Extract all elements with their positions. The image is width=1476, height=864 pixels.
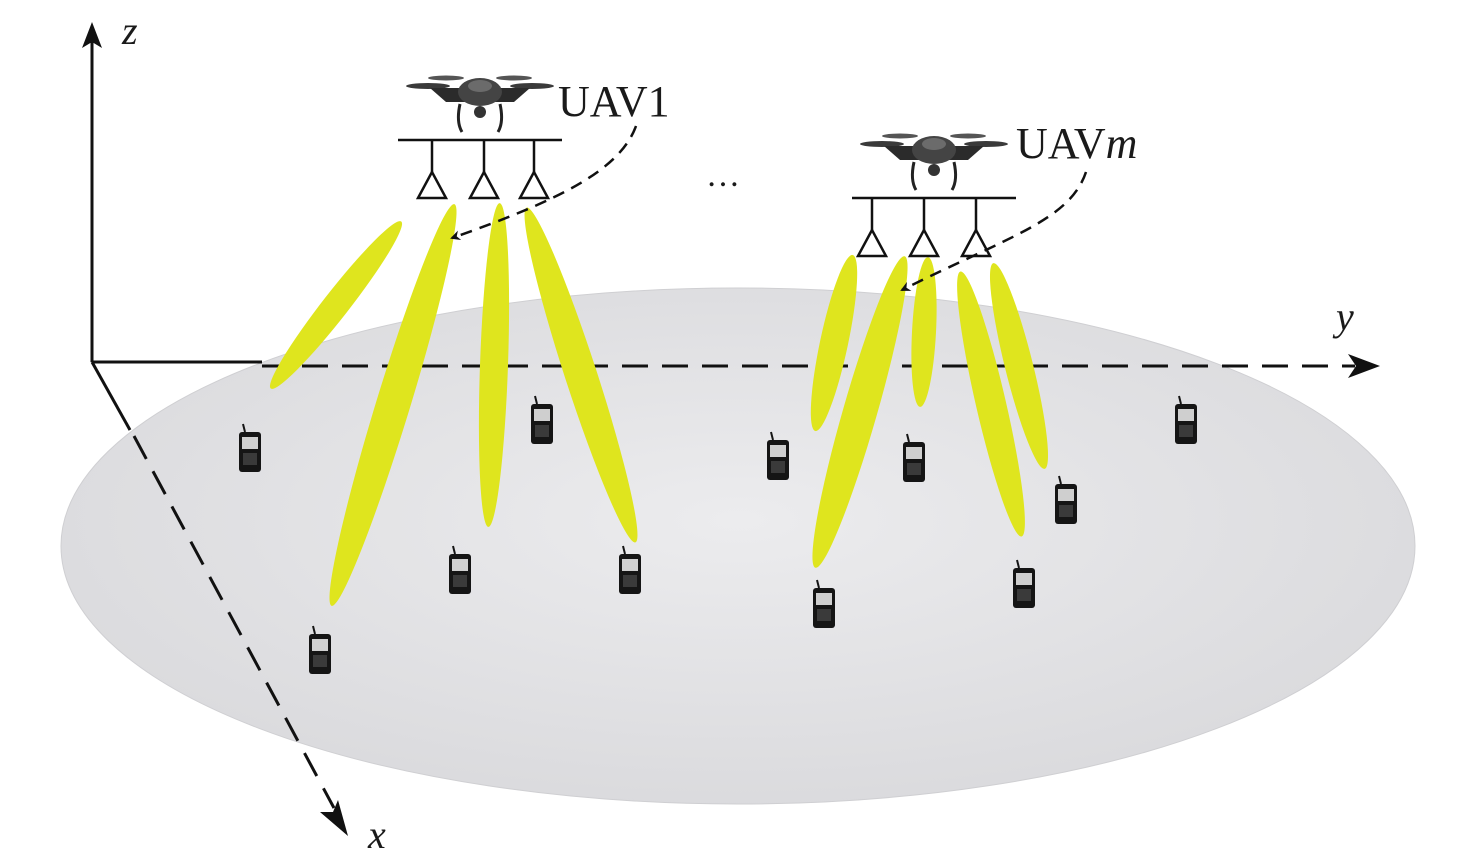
antenna-icon [518, 138, 550, 200]
axis-label-y: y [1332, 294, 1354, 339]
uav1-label: UAV1 [558, 77, 670, 126]
beam [812, 256, 908, 568]
uavm-beams [810, 254, 1049, 568]
beam [957, 271, 1025, 537]
uavm-label-text: UAV [1016, 119, 1106, 168]
beam [989, 263, 1049, 469]
axis-label-z: z [121, 8, 138, 53]
antenna-icon [960, 196, 992, 258]
antenna-icon [416, 138, 448, 200]
antenna-icon [856, 196, 888, 258]
uav1-label-index: 1 [648, 77, 670, 126]
x-axis-solid [90, 361, 132, 431]
uavm-pointer-arrow [900, 171, 1088, 292]
x-axis-dashed [132, 435, 336, 809]
drone-icon [404, 74, 556, 134]
uav1-label-text: UAV [558, 77, 648, 126]
antenna-icon [908, 196, 940, 258]
beam [810, 254, 858, 432]
beam [269, 221, 403, 389]
z-axis-arrowhead [82, 22, 102, 48]
uav1-pointer-arrow [450, 125, 638, 241]
y-axis-arrowhead [1348, 354, 1380, 378]
uav-ellipsis: … [706, 157, 740, 194]
axis-label-x: x [367, 812, 386, 857]
antenna-icon [468, 138, 500, 200]
uav1: UAV1 [398, 74, 670, 241]
uavm-label: UAVm [1016, 119, 1137, 168]
x-axis-arrowhead [320, 800, 348, 836]
drone-icon [858, 132, 1010, 192]
beam [478, 203, 510, 527]
uav1-beams [269, 203, 638, 606]
beam [911, 257, 937, 407]
beam [329, 204, 457, 606]
uavm: UAVm [852, 119, 1137, 292]
uavm-label-index: m [1106, 119, 1138, 168]
beam [524, 207, 638, 543]
